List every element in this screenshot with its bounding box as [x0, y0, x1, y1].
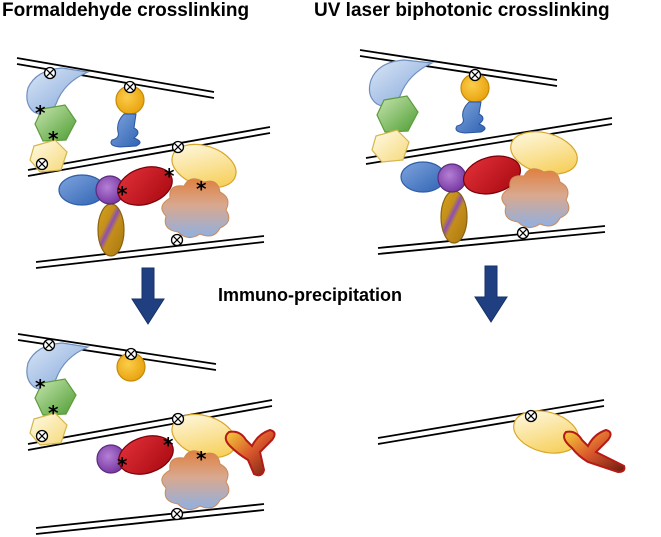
- asterisk-icon: *: [164, 164, 175, 188]
- green-protein: [376, 95, 419, 133]
- asterisk-icon: *: [48, 401, 59, 425]
- green-protein: [34, 104, 77, 142]
- dna-line: [27, 126, 271, 177]
- dna-line: [35, 235, 265, 269]
- blue-protein: [368, 59, 435, 108]
- asterisk-icon: *: [35, 101, 46, 125]
- crosslink-marker-icon: [35, 157, 49, 171]
- pale-yellow-protein: [371, 129, 410, 163]
- crosslink-marker-icon: [524, 409, 538, 423]
- crosslink-marker-icon: [171, 140, 185, 154]
- purple-circle-protein: [437, 163, 467, 193]
- label-immunoprecipitation: Immuno-precipitation: [218, 285, 402, 305]
- green-protein: [34, 378, 77, 416]
- asterisk-icon: *: [196, 177, 207, 201]
- panel-uv-top: [359, 49, 613, 255]
- dna-line: [27, 399, 273, 451]
- crosslink-marker-icon: [124, 347, 138, 361]
- crosslink-marker-icon: [468, 68, 482, 82]
- cloud-protein: [501, 168, 570, 228]
- blue-stalk-protein: [455, 101, 486, 134]
- asterisk-icon: *: [163, 433, 174, 457]
- title-uv-laser: UV laser biphotonic crosslinking: [314, 0, 610, 21]
- crosslink-marker-icon: [123, 80, 137, 94]
- panel-formaldehyde-top: * * * * *: [16, 57, 271, 269]
- down-arrow-icon: [474, 265, 508, 323]
- antibody-icon: [563, 428, 626, 474]
- red-oval-protein: [117, 166, 173, 206]
- panel-formaldehyde-bottom: * * * * *: [17, 333, 276, 535]
- blue-stalk-protein: [110, 113, 141, 148]
- red-oval-protein: [463, 155, 521, 195]
- crosslink-marker-icon: [516, 226, 530, 240]
- crosslink-marker-icon: [171, 412, 185, 426]
- cloud-protein: [161, 178, 230, 238]
- crosslink-marker-icon: [35, 429, 49, 443]
- asterisk-icon: *: [117, 182, 128, 206]
- asterisk-icon: *: [48, 127, 59, 151]
- red-oval-protein: [118, 435, 174, 475]
- asterisk-icon: *: [196, 447, 207, 471]
- dna-line: [365, 117, 613, 165]
- cloud-protein: [161, 450, 230, 510]
- antibody-icon: [224, 428, 276, 477]
- asterisk-icon: *: [35, 375, 46, 399]
- striped-oval-protein: [440, 190, 468, 244]
- panel-uv-bottom: [377, 399, 626, 474]
- title-formaldehyde: Formaldehyde crosslinking: [2, 0, 250, 21]
- dna-line: [377, 225, 606, 255]
- dna-line: [35, 503, 265, 535]
- dna-line: [377, 399, 605, 445]
- striped-oval-protein: [97, 203, 125, 257]
- asterisk-icon: *: [117, 453, 128, 477]
- down-arrow-icon: [131, 267, 165, 325]
- crosslink-marker-icon: [43, 66, 57, 80]
- crosslink-marker-icon: [170, 507, 184, 521]
- crosslink-marker-icon: [170, 233, 184, 247]
- dna-line: [359, 49, 558, 87]
- crosslink-marker-icon: [42, 338, 56, 352]
